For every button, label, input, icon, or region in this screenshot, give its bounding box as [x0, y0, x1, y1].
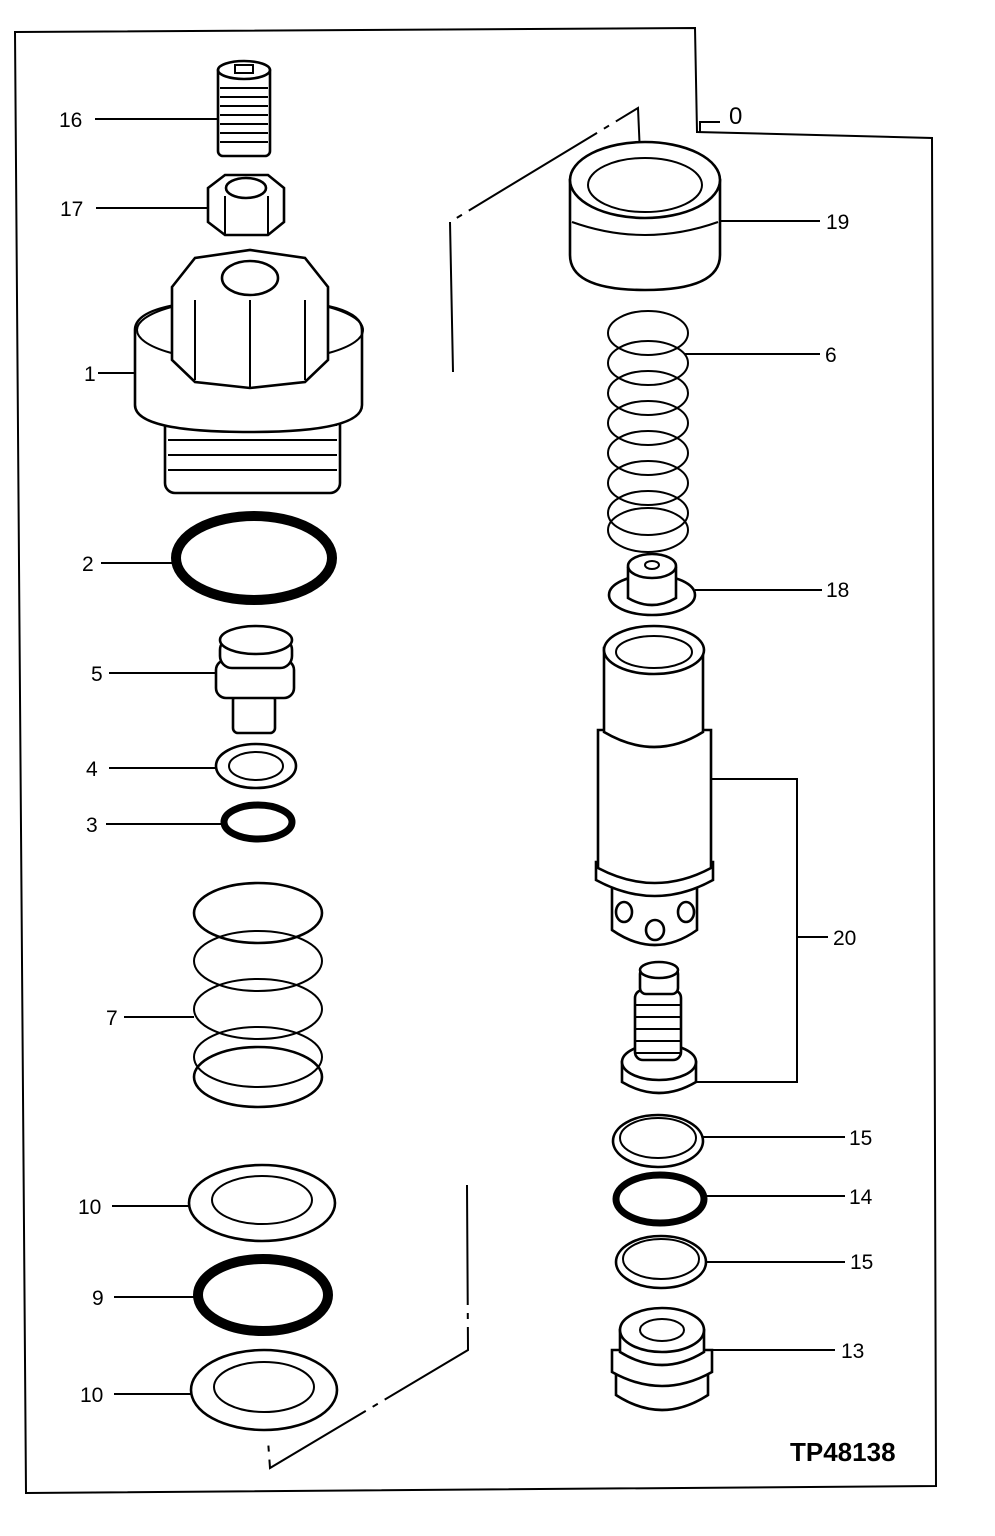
callout-15-upper: 15 — [849, 1127, 872, 1150]
part-5-poppet — [214, 624, 296, 735]
callout-10-upper: 10 — [78, 1196, 101, 1219]
callout-7: 7 — [106, 1007, 118, 1030]
part-1-plug — [133, 248, 364, 495]
callout-20: 20 — [833, 927, 856, 950]
part-15-backup-ring-lower — [614, 1234, 708, 1290]
part-13-valve-seat — [610, 1306, 714, 1412]
callout-16: 16 — [59, 109, 82, 132]
part-9-o-ring — [193, 1254, 333, 1336]
part-4-washer — [214, 742, 298, 790]
part-3-o-ring — [220, 801, 296, 843]
callout-6: 6 — [825, 344, 837, 367]
callout-15-lower: 15 — [850, 1251, 873, 1274]
callout-4: 4 — [86, 758, 98, 781]
part-20-valve-cartridge — [594, 624, 715, 947]
part-2-o-ring — [171, 511, 337, 605]
part-19-retainer — [568, 140, 722, 292]
callout-10-lower: 10 — [80, 1384, 103, 1407]
part-7-spring — [192, 881, 324, 1109]
callout-3: 3 — [86, 814, 98, 837]
part-10-backup-ring-lower — [189, 1348, 339, 1432]
part-15-backup-ring-upper — [611, 1113, 705, 1169]
leader-lines — [95, 118, 845, 1395]
figure-reference: TP48138 — [790, 1437, 896, 1467]
callout-13: 13 — [841, 1340, 864, 1363]
part-18-spring-seat — [607, 552, 697, 617]
callout-9: 9 — [92, 1287, 104, 1310]
callout-5: 5 — [91, 663, 103, 686]
callout-18: 18 — [826, 579, 849, 602]
assembly-guide-line-lower — [267, 1184, 470, 1470]
callout-1: 1 — [84, 363, 96, 386]
callout-0: 0 — [729, 103, 742, 130]
part-6-spring — [607, 310, 689, 553]
callout-2: 2 — [82, 553, 94, 576]
part-16-set-screw — [216, 59, 272, 158]
callout-14: 14 — [849, 1186, 873, 1209]
callout-0-leader — [699, 121, 720, 132]
callout-17: 17 — [60, 198, 83, 221]
callout-19: 19 — [826, 211, 849, 234]
part-14-o-ring — [612, 1171, 708, 1227]
part-10-backup-ring-upper — [187, 1163, 337, 1243]
part-17-nut — [206, 173, 286, 237]
part-20-poppet — [620, 960, 698, 1095]
diagram-border — [13, 26, 938, 1495]
